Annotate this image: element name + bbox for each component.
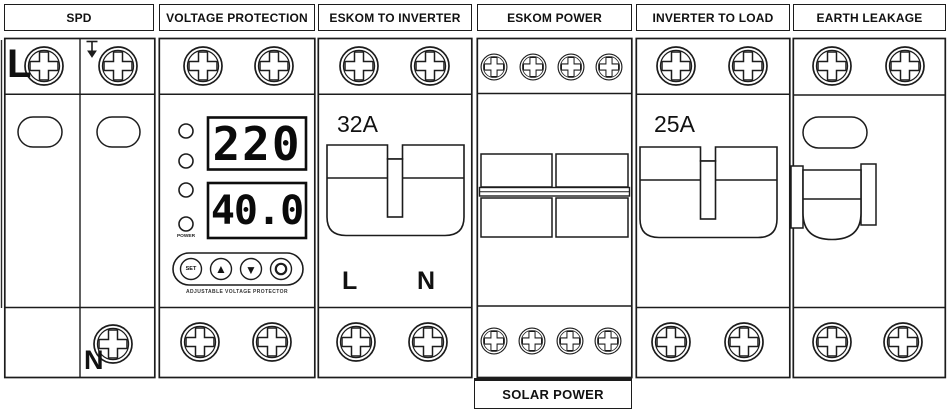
- switch-side-tab: [860, 163, 877, 226]
- terminal-screw-icon: [883, 322, 923, 362]
- terminal-screw-icon: [98, 46, 138, 86]
- terminal-screw-icon: [480, 53, 508, 81]
- earth-leakage-switch: [790, 163, 877, 241]
- terminal-screw-icon: [408, 322, 448, 362]
- earth-symbol-icon: [86, 40, 98, 58]
- up-arrow-icon[interactable]: ▲: [215, 261, 227, 276]
- terminal-screw-icon: [252, 322, 292, 362]
- eti-neutral-label: N: [417, 267, 436, 295]
- terminal-section-dividers: [4, 92, 946, 309]
- switch-body[interactable]: [802, 169, 862, 241]
- terminal-screw-icon: [594, 327, 622, 355]
- terminal-screw-icon: [410, 46, 450, 86]
- module-header-earth-leakage: EARTH LEAKAGE: [793, 4, 946, 31]
- led-indicator: [178, 123, 194, 139]
- terminal-screw-icon: [656, 46, 696, 86]
- terminal-screw-icon: [728, 46, 768, 86]
- terminal-screw-icon: [254, 46, 294, 86]
- trip-display-frame: [206, 181, 308, 240]
- spd-cartridge-window: [96, 116, 141, 148]
- terminal-screw-icon: [518, 327, 546, 355]
- terminal-screw-icon: [180, 322, 220, 362]
- breaker-toggle[interactable]: [699, 160, 717, 220]
- spd-live-label: L: [7, 42, 32, 86]
- module-header-eskom-power: ESKOM POWER: [477, 4, 632, 31]
- contact-block: [480, 197, 553, 238]
- breaker-rating-32a: 32A: [337, 111, 378, 137]
- terminal-screw-icon: [183, 46, 223, 86]
- module-header-spd: SPD: [4, 4, 154, 31]
- voltage-protection-leds: [178, 123, 194, 232]
- terminal-screw-icon: [812, 46, 852, 86]
- voltage-display: 220: [212, 116, 302, 171]
- set-button-label[interactable]: SET: [185, 266, 197, 272]
- terminal-screw-icon: [519, 53, 547, 81]
- changeover-switch: [478, 153, 631, 238]
- solar-power-label-box: SOLAR POWER: [474, 378, 632, 409]
- spd-cartridge-window: [17, 116, 63, 148]
- spd-neutral-label: N: [84, 345, 104, 375]
- module-header-inverter-to-load: INVERTER TO LOAD: [636, 4, 790, 31]
- solar-power-label: SOLAR POWER: [502, 387, 604, 402]
- contact-block: [480, 153, 553, 188]
- breaker-25a: [639, 146, 778, 239]
- set-button[interactable]: [179, 257, 203, 281]
- terminal-screw-icon: [557, 53, 585, 81]
- reset-button-ring-icon: [274, 262, 288, 276]
- breaker-toggle[interactable]: [386, 158, 404, 218]
- switch-side-tab: [790, 165, 804, 229]
- trip-display: 40.0: [210, 187, 304, 234]
- test-button[interactable]: [802, 116, 868, 149]
- terminal-screw-icon: [885, 46, 925, 86]
- module-header-eskom-to-inverter: ESKOM TO INVERTER: [318, 4, 472, 31]
- terminal-screw-icon: [595, 53, 623, 81]
- up-button[interactable]: [209, 257, 233, 281]
- terminal-screw-icon: [651, 322, 691, 362]
- contact-block: [555, 197, 629, 238]
- terminal-screw-icon: [812, 322, 852, 362]
- eti-live-label: L: [342, 267, 358, 295]
- power-led-label: POWER: [176, 233, 196, 239]
- led-indicator: [178, 153, 194, 169]
- voltage-protector-caption: ADJUSTABLE VOLTAGE PROTECTOR: [186, 288, 288, 295]
- module-header-voltage-protection: VOLTAGE PROTECTION: [159, 4, 315, 31]
- down-arrow-icon[interactable]: ▼: [245, 262, 257, 277]
- led-indicator: [178, 182, 194, 198]
- contact-block: [555, 153, 629, 188]
- terminal-screw-icon: [556, 327, 584, 355]
- terminal-screw-icon: [339, 46, 379, 86]
- voltage-display-frame: [206, 116, 308, 171]
- power-led-indicator: [178, 216, 194, 232]
- breaker-32a: [326, 144, 465, 237]
- terminal-screw-icon: [724, 322, 764, 362]
- breaker-rating-25a: 25A: [654, 111, 695, 137]
- down-button[interactable]: [239, 257, 263, 281]
- terminal-screw-icon: [480, 327, 508, 355]
- terminal-screw-icon: [336, 322, 376, 362]
- button-panel: [172, 252, 304, 286]
